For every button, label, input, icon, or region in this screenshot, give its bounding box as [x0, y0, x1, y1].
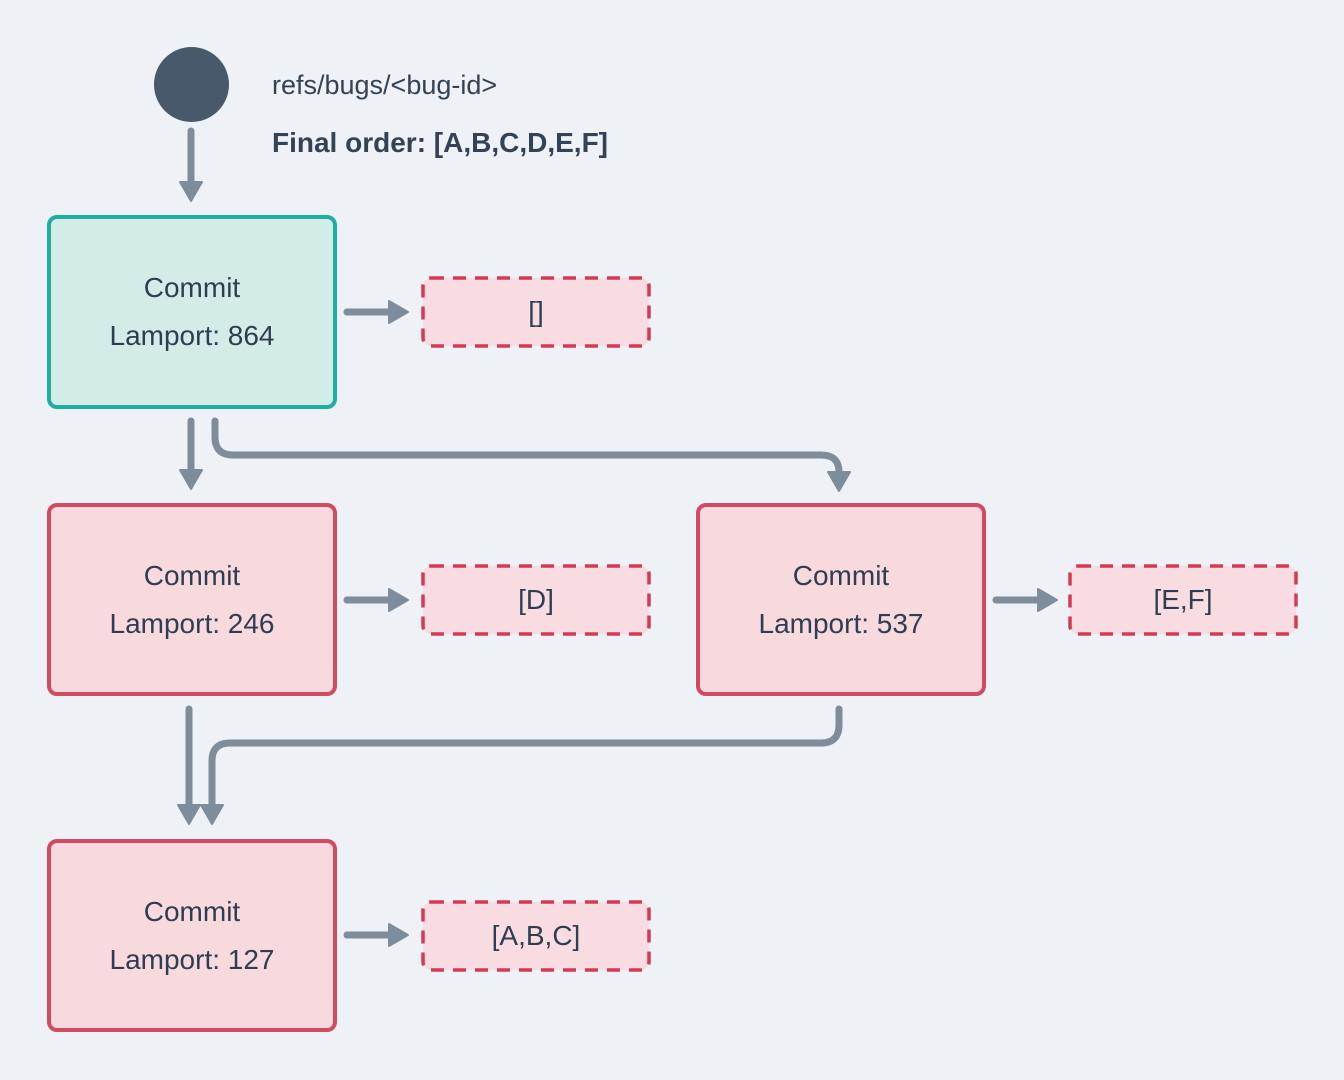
dashed-border — [1068, 564, 1298, 636]
payload-label: [] — [528, 296, 544, 327]
commit-node-246: Commit Lamport: 246 — [47, 503, 337, 696]
final-order-label: Final order: [A,B,C,D,E,F] — [272, 127, 608, 158]
edge-commit-246-to-commit-127 — [177, 705, 201, 825]
branch-ref-icon — [154, 47, 229, 122]
commit-title: Commit — [792, 559, 890, 591]
payload-label: [D] — [518, 584, 554, 615]
commit-lamport: Lamport: 537 — [758, 607, 924, 639]
dashed-border — [421, 276, 651, 348]
dashed-border — [421, 900, 651, 972]
commit-lamport: Lamport: 127 — [109, 943, 275, 975]
commit-title: Commit — [143, 895, 241, 927]
payload-node-246: [D] — [421, 564, 651, 636]
ref-label: refs/bugs/<bug-id> — [272, 70, 498, 100]
commit-title: Commit — [143, 272, 241, 303]
commit-node-537: Commit Lamport: 537 — [696, 503, 986, 696]
payload-label: [A,B,C] — [491, 920, 581, 951]
edge-ref-to-commit-864 — [179, 127, 203, 202]
payload-node-537: [E,F] — [1068, 564, 1298, 636]
payload-node-864: [] — [421, 276, 651, 348]
commit-node-127: Commit Lamport: 127 — [47, 839, 337, 1032]
commit-title: Commit — [143, 559, 241, 591]
edge-commit-537-to-commit-127 — [200, 705, 843, 825]
edge-commit-864-to-commit-537 — [211, 417, 851, 492]
dashed-border — [421, 564, 651, 636]
edge-commit-127-to-payload — [343, 923, 409, 947]
edge-commit-864-to-payload — [343, 300, 409, 324]
payload-label: [E,F] — [1153, 584, 1213, 615]
edge-commit-246-to-payload — [343, 588, 409, 612]
commit-lamport: Lamport: 246 — [109, 607, 275, 639]
payload-node-127: [A,B,C] — [421, 900, 651, 972]
edge-commit-537-to-payload — [992, 588, 1058, 612]
commit-node-864: Commit Lamport: 864 — [47, 215, 337, 409]
commit-lamport: Lamport: 864 — [109, 320, 275, 351]
edge-commit-864-to-commit-246 — [179, 417, 203, 490]
